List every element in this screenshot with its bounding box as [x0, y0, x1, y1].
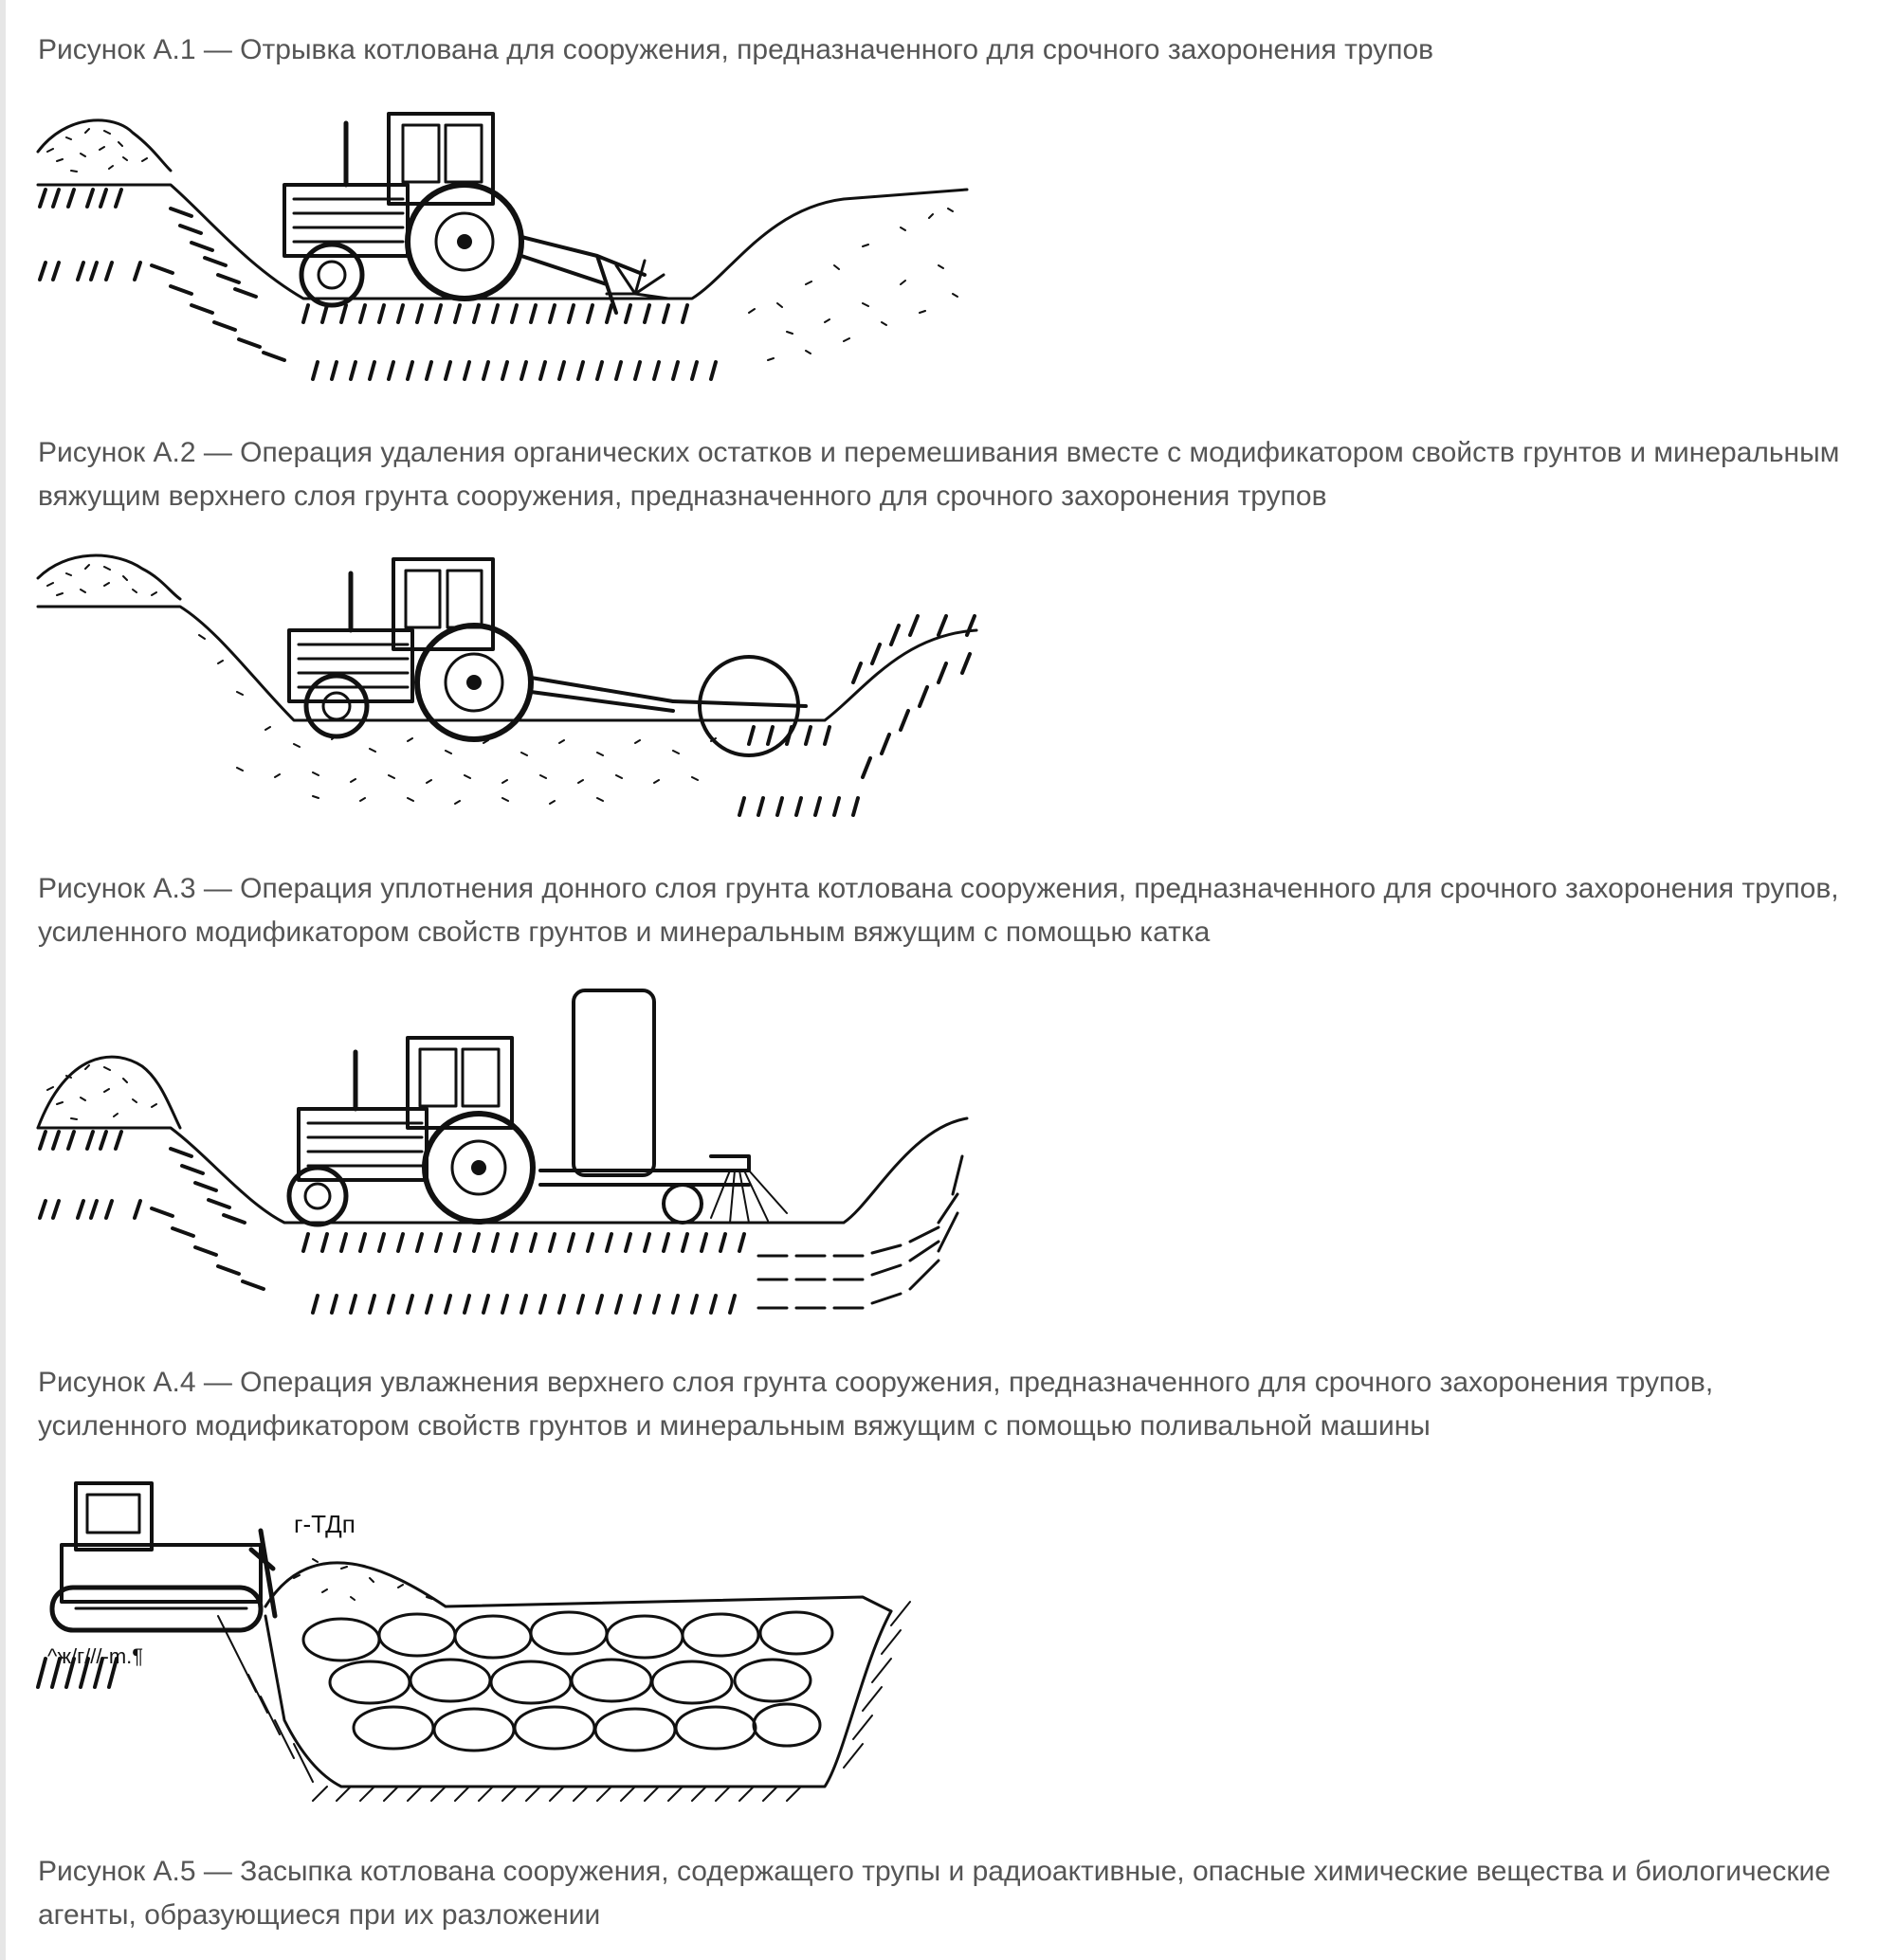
caption-figure-a3: Рисунок А.3 — Операция уплотнения донног…	[38, 873, 1839, 948]
figure-a2-drawing	[36, 554, 978, 817]
fill-speckles	[293, 1558, 433, 1601]
figure-a2-organic-removal	[28, 540, 995, 834]
tractor-hood	[297, 1107, 428, 1182]
roller-drawbar	[529, 676, 675, 713]
bulldozer-cab	[74, 1481, 154, 1552]
pit-profile-line	[36, 183, 969, 300]
soil-heap-left	[36, 1055, 182, 1130]
caption-figure-a1: Рисунок А.1 — Отрывка котлована для соор…	[38, 34, 1434, 65]
figure-a3-compaction	[28, 986, 976, 1327]
figure-label-2: ^ж/г///-m.¶	[47, 1644, 143, 1668]
pit-outline	[264, 1609, 893, 1788]
compacted-layers-right	[757, 1154, 964, 1310]
rear-wheel	[414, 623, 534, 742]
tractor-a2	[287, 557, 808, 757]
pit-profile-line	[36, 605, 978, 722]
figure-a1-pit-excavation	[28, 95, 995, 408]
tractor-a1	[283, 112, 670, 315]
front-wheel	[286, 1165, 349, 1227]
figure-a1-drawing	[36, 112, 969, 381]
heap-speckles	[46, 564, 157, 596]
caption-figure-a4: Рисунок А.4 — Операция увлажнения верхне…	[38, 1367, 1714, 1442]
heap-speckles	[46, 128, 148, 172]
soil-hatching-left	[36, 1657, 118, 1689]
page-left-border	[0, 0, 6, 1960]
soil-hatching	[38, 188, 718, 381]
soil-heap-left	[36, 554, 182, 601]
figure-a4-drawing: г-ТДп ^ж/г///-m.¶	[36, 1481, 911, 1802]
soil-hatching	[38, 1130, 746, 1315]
caption-figure-a2: Рисунок А.2 — Операция удаления органиче…	[38, 437, 1840, 512]
heap-speckles	[46, 1064, 157, 1120]
sprayer-frame	[538, 1154, 751, 1187]
rear-wheel	[422, 1111, 536, 1225]
pit-hatching	[217, 1601, 911, 1802]
front-wheel	[299, 242, 365, 308]
figure-label-1: г-ТДп	[294, 1510, 356, 1538]
buried-bodies	[301, 1610, 834, 1752]
bulldozer-track	[49, 1585, 264, 1633]
soil-heap-left	[36, 118, 173, 172]
bulldozer	[49, 1481, 278, 1633]
bulldozer-body	[60, 1543, 263, 1604]
water-spray	[710, 1170, 788, 1224]
caption-figure-a5: Рисунок А.5 — Засыпка котлована сооружен…	[38, 1856, 1831, 1931]
tractor-cab	[406, 1036, 514, 1130]
soil-hatching	[738, 614, 976, 817]
sprayer-wheel	[662, 1183, 703, 1225]
figure-a3-drawing	[36, 989, 969, 1315]
ripper-tines	[605, 259, 670, 300]
ripper-attachment	[520, 235, 647, 315]
loose-soil-right	[748, 208, 958, 361]
tractor-cab	[387, 112, 495, 206]
pit-profile-line	[36, 1116, 969, 1225]
fill-heap-top	[264, 1561, 893, 1613]
front-wheel	[303, 673, 370, 739]
bulldozer-blade	[248, 1528, 278, 1619]
figure-a4-backfill: г-ТДп ^ж/г///-m.¶	[28, 1474, 939, 1815]
rear-wheel	[405, 182, 524, 301]
tractor-cab	[392, 557, 495, 651]
water-tank	[572, 989, 656, 1177]
tractor-a3	[286, 989, 788, 1227]
